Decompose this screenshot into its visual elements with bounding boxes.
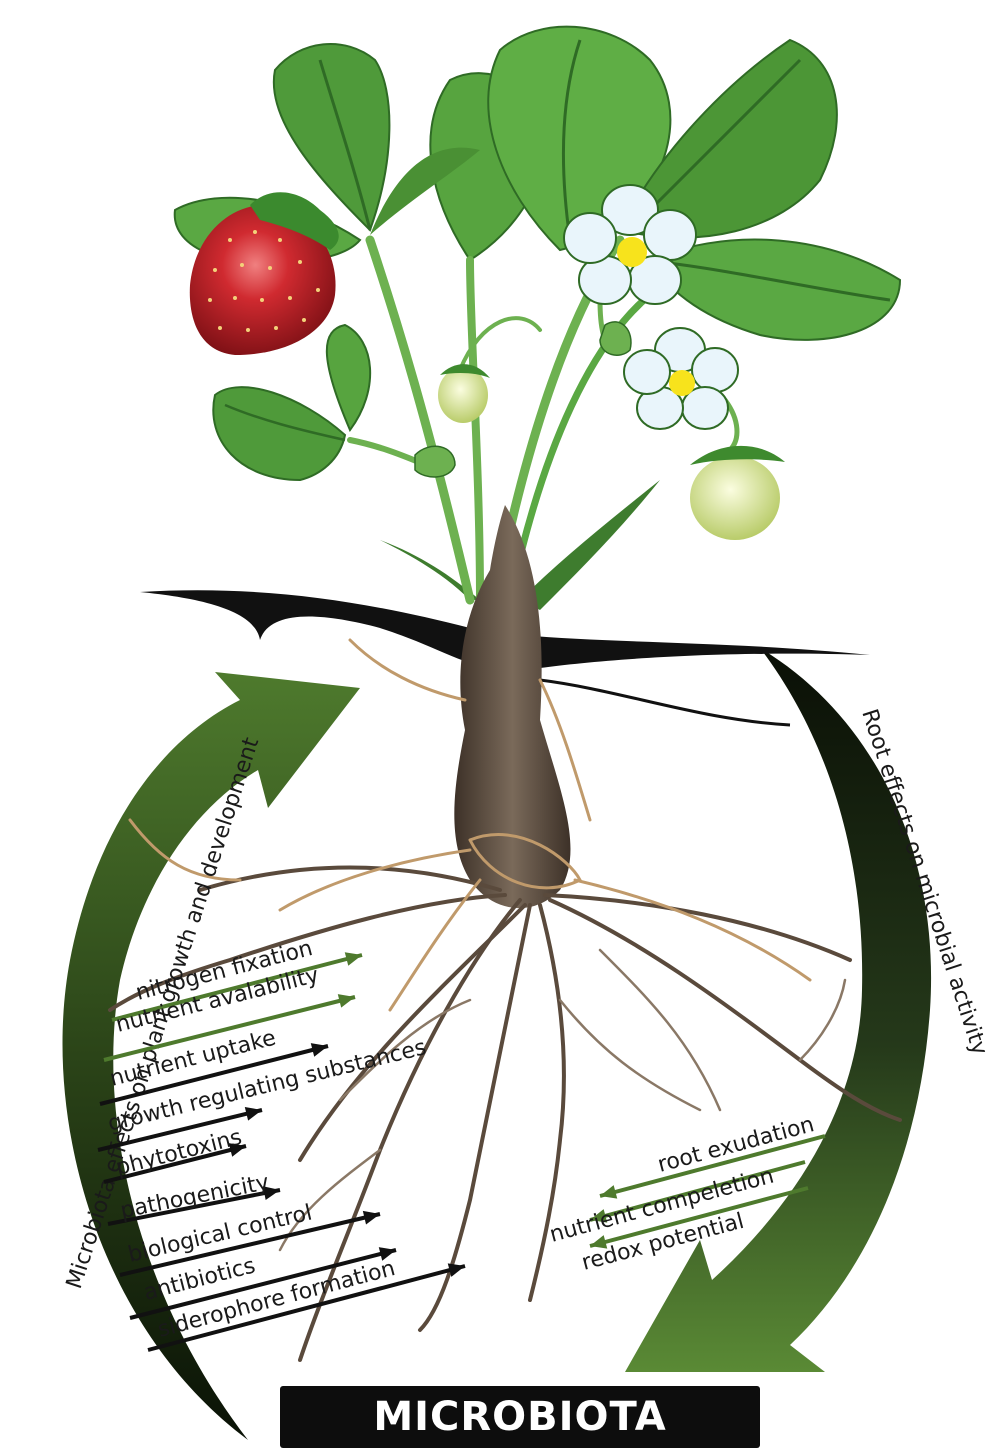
- flower-lower: [624, 328, 738, 429]
- banner-label: MICROBIOTA: [280, 1386, 760, 1448]
- plant-effects-list: nitrogen fixationnutrient avalabilitynut…: [98, 936, 465, 1350]
- microbiota-banner: MICROBIOTA: [280, 1386, 760, 1448]
